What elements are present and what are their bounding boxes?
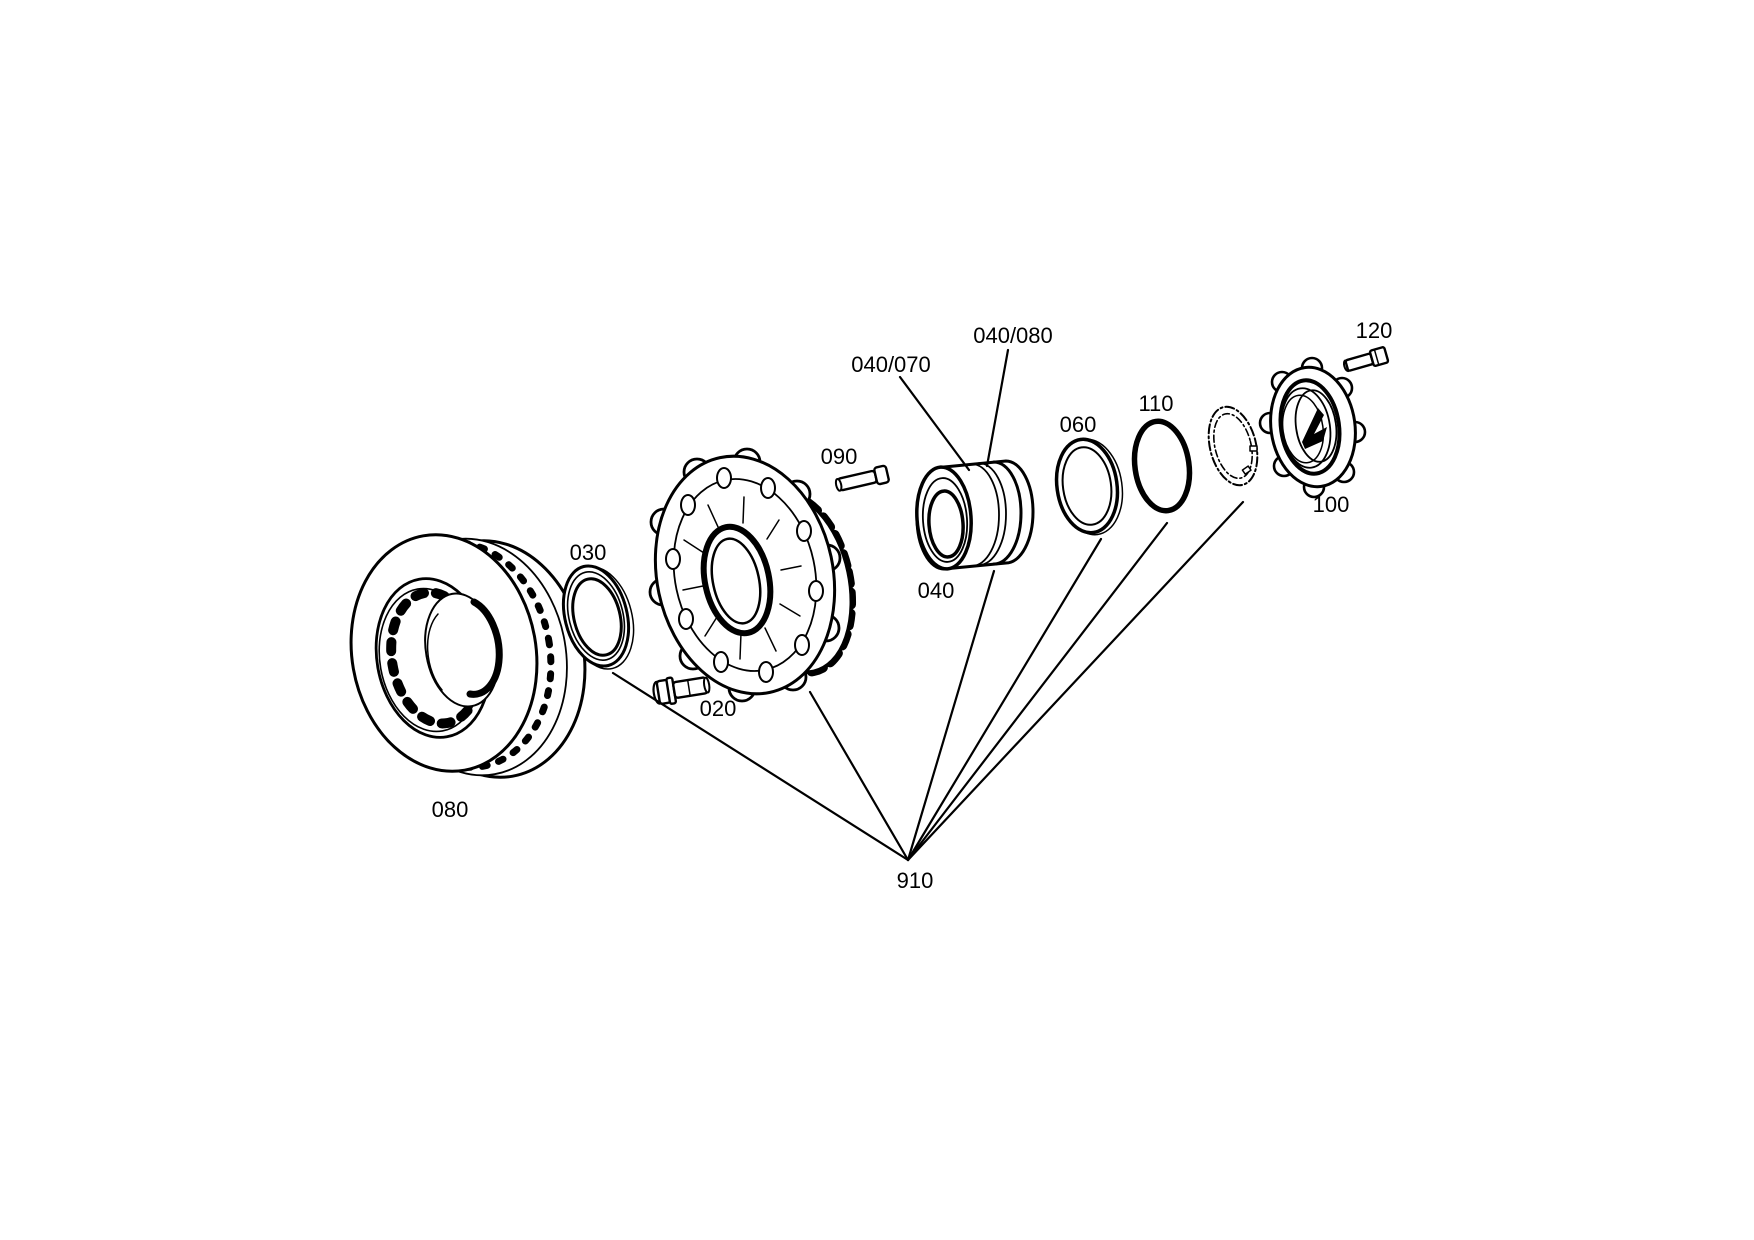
callout-060: 060	[1060, 412, 1097, 437]
kit-leader-lines	[611, 500, 1245, 862]
o-ring-drawing	[1131, 418, 1193, 514]
seal-ring-drawing	[561, 564, 635, 670]
hub-bolt-holes	[665, 467, 824, 683]
callout-080: 080	[432, 797, 469, 822]
hub-cap-drawing	[1258, 356, 1367, 499]
callout-020: 020	[700, 696, 737, 721]
callout-040: 040	[918, 578, 955, 603]
brake-disc-drawing	[349, 533, 587, 779]
cap-bolt-drawing	[1342, 346, 1390, 373]
callout-030: 030	[570, 540, 607, 565]
callout-110: 110	[1138, 391, 1173, 416]
bearing-leader-lines	[898, 348, 1010, 472]
callout-040-070: 040/070	[851, 352, 931, 377]
snap-ring-drawing	[1207, 405, 1259, 487]
bearing-unit-drawing	[915, 459, 1035, 571]
spacer-ring-drawing	[1054, 437, 1124, 536]
dowel-pin-drawing	[834, 464, 890, 492]
callout-100: 100	[1313, 492, 1350, 517]
callout-120: 120	[1356, 318, 1393, 343]
wheel-stud-drawing	[652, 676, 711, 705]
hub-spoke-lines	[682, 496, 802, 660]
callout-040-080: 040/080	[973, 323, 1053, 348]
callout-910: 910	[897, 868, 934, 893]
callout-090: 090	[821, 444, 858, 469]
wheel-hub-drawing	[648, 447, 857, 703]
